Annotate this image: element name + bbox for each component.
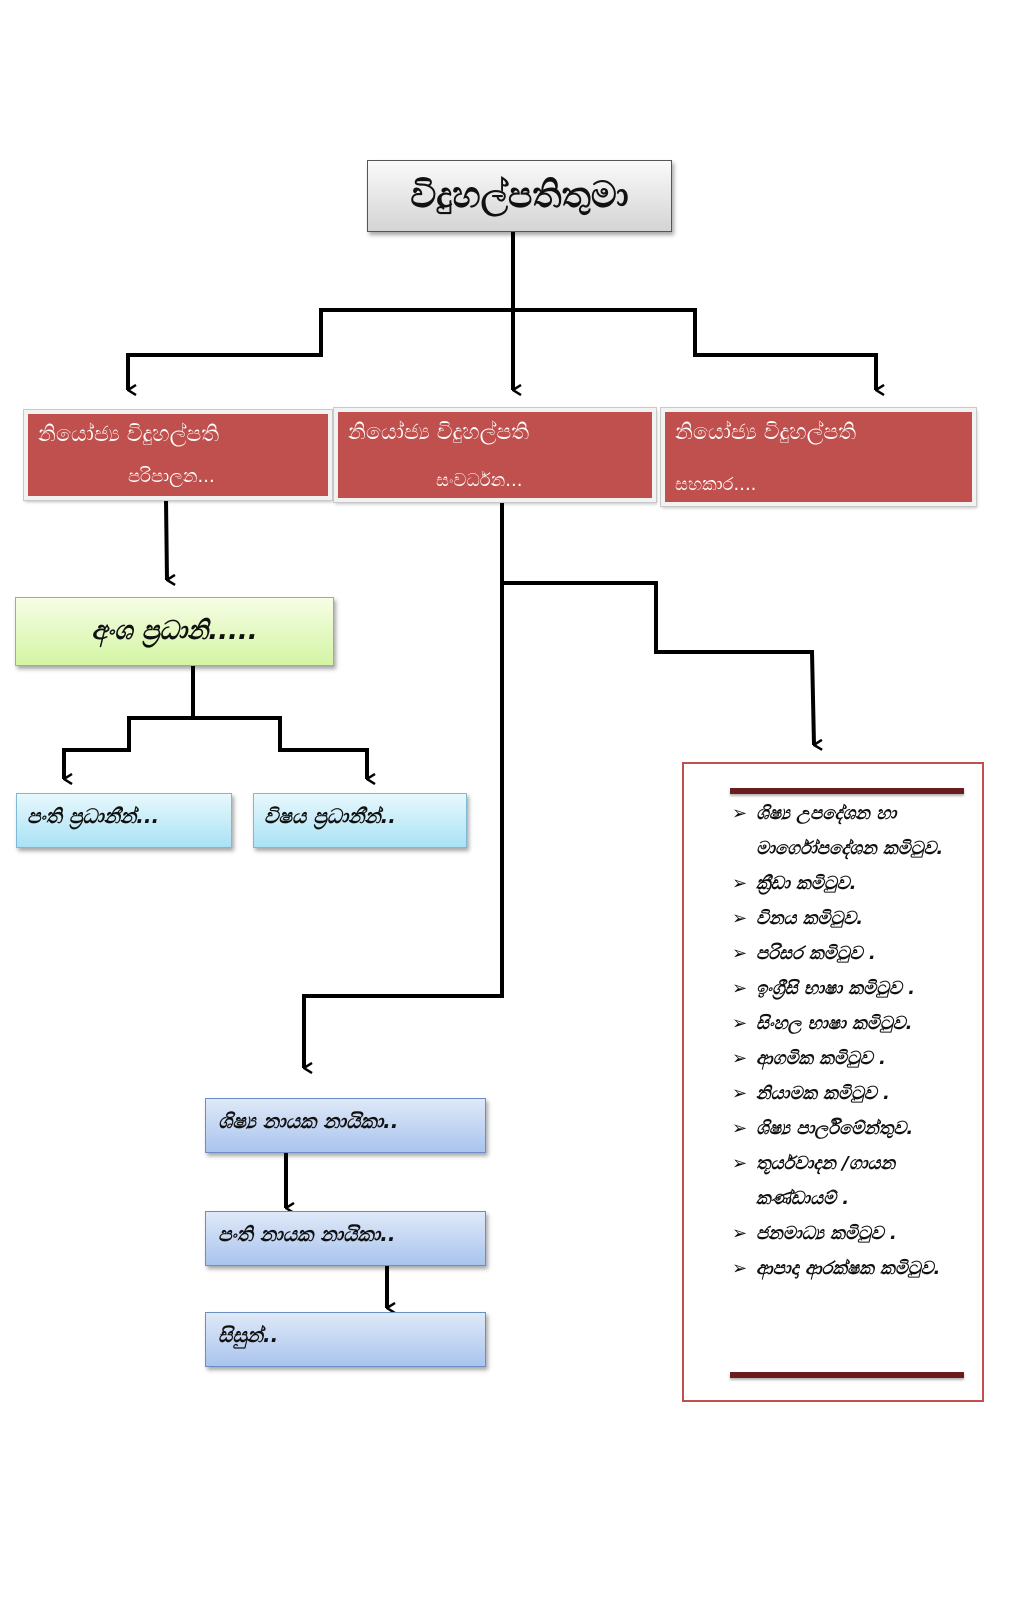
student-prefects-label: ශිෂ්‍ය නායක නායිකා.. <box>218 1109 399 1133</box>
deputy-principal-assistant-box: නියෝජ්‍ය විදුහල්පති සහකාර.... <box>660 407 977 507</box>
committee-item: ➢ ක්‍රීඩා කමිටුව. <box>732 866 972 901</box>
committee-label: සිංහල භාෂා කමිටුව. <box>756 1013 913 1034</box>
connector-dev-to-prefects <box>302 583 504 1068</box>
arrow-bullet-icon: ➢ <box>732 908 748 929</box>
arrow-bullet-icon: ➢ <box>732 1083 748 1104</box>
committee-item: ➢ ආපාදා ආරක්ෂක කමිටුව. <box>732 1251 972 1286</box>
committee-item: ➢ ශිෂ්‍ය උපදේශන හා මාර්ගෝපදේශන කමිටුව. <box>732 796 972 866</box>
subject-heads-label: විෂය ප්‍රධානීන්.. <box>264 804 396 828</box>
committee-item: ➢ ආගමික කමිටුව . <box>732 1041 972 1076</box>
arrow-bullet-icon: ➢ <box>732 803 748 824</box>
committee-label: ශිෂ්‍ය උපදේශන හා මාර්ගෝපදේශන කමිටුව. <box>756 803 944 859</box>
committee-item: ➢ ශිෂ්‍ය පාර්ලිමේන්තුව. <box>732 1111 972 1146</box>
deputy-principal-development-box: නියෝජ්‍ය විදුහල්පති සංවර්ධන... <box>333 407 657 503</box>
section-heads-label: අංශ ප්‍රධානි..... <box>91 616 258 646</box>
class-prefects-label: පංති නායක නායිකා.. <box>218 1222 396 1246</box>
divider-bottom <box>730 1372 964 1378</box>
committee-item: ➢ නියාමක කමිටුව . <box>732 1076 972 1111</box>
subject-heads-box: විෂය ප්‍රධානීන්.. <box>253 793 467 848</box>
class-heads-label: පංති ප්‍රධානීන්... <box>27 804 160 828</box>
committee-label: විනය කමිටුව. <box>756 908 864 929</box>
committee-label: ජනමාධ්‍ය කමිටුව . <box>756 1223 897 1244</box>
students-box: සිසුන්.. <box>205 1312 486 1367</box>
deputy-role: සහකාර.... <box>675 474 757 495</box>
student-prefects-box: ශිෂ්‍ය නායක නායිකා.. <box>205 1098 486 1153</box>
committee-item: ➢ ජනමාධ්‍ය කමිටුව . <box>732 1216 972 1251</box>
deputy-title: නියෝජ්‍ය විදුහල්පති <box>348 420 530 445</box>
committee-label: පරිසර කමිටුව . <box>756 943 876 964</box>
committee-label: ඉංග්‍රීසි භාෂා කමිටුව . <box>756 978 915 999</box>
deputy-title: නියෝජ්‍ය විදුහල්පති <box>38 422 220 447</box>
committee-item: ➢ විනය කමිටුව. <box>732 901 972 936</box>
deputy-principal-admin-box: නියෝජ්‍ය විදුහල්පති පරිපාලන... <box>23 409 333 501</box>
connector-principal-to-admin <box>126 308 513 390</box>
committee-label: ශිෂ්‍ය පාර්ලිමේන්තුව. <box>756 1118 914 1139</box>
deputy-role: පරිපාලන... <box>128 466 215 487</box>
arrow-bullet-icon: ➢ <box>732 1153 748 1174</box>
principal-box: විදුහල්පතිතුමා <box>367 160 672 232</box>
arrow-bullet-icon: ➢ <box>732 978 748 999</box>
arrow-bullet-icon: ➢ <box>732 1013 748 1034</box>
principal-label: විදුහල්පතිතුමා <box>410 175 629 216</box>
arrow-bullet-icon: ➢ <box>732 943 748 964</box>
deputy-role: සංවර්ධන... <box>436 470 523 491</box>
connector-dev-to-committees <box>500 502 814 745</box>
arrow-bullet-icon: ➢ <box>732 1048 748 1069</box>
committee-label: ක්‍රීඩා කමිටුව. <box>756 873 857 894</box>
arrow-bullet-icon: ➢ <box>732 1258 748 1279</box>
arrow-bullet-icon: ➢ <box>732 1223 748 1244</box>
arrow-bullet-icon: ➢ <box>732 873 748 894</box>
arrow-bullet-icon: ➢ <box>732 1118 748 1139</box>
committee-list: ➢ ශිෂ්‍ය උපදේශන හා මාර්ගෝපදේශන කමිටුව. ➢ ක්… <box>732 796 972 1286</box>
connector-section-to-class-heads <box>62 666 195 779</box>
connector-principal-to-assist <box>513 308 876 390</box>
committee-label: තූර්යවාදන /ගායන කණ්ඩායම් . <box>756 1153 896 1209</box>
committee-item: ➢ පරිසර කමිටුව . <box>732 936 972 971</box>
divider-top <box>730 788 964 794</box>
class-prefects-box: පංති නායක නායිකා.. <box>205 1211 486 1266</box>
committee-label: නියාමක කමිටුව . <box>756 1083 890 1104</box>
class-heads-box: පංති ප්‍රධානීන්... <box>16 793 232 848</box>
connector-section-to-subject-heads <box>193 716 367 779</box>
committees-box: ➢ ශිෂ්‍ය උපදේශන හා මාර්ගෝපදේශන කමිටුව. ➢ ක්… <box>682 762 984 1402</box>
section-heads-box: අංශ ප්‍රධානි..... <box>15 597 334 666</box>
committee-label: ආගමික කමිටුව . <box>756 1048 886 1069</box>
committee-item: ➢ ඉංග්‍රීසි භාෂා කමිටුව . <box>732 971 972 1006</box>
students-label: සිසුන්.. <box>218 1323 279 1347</box>
connector-admin-to-section <box>164 499 167 580</box>
committee-label: ආපාදා ආරක්ෂක කමිටුව. <box>756 1258 941 1279</box>
committee-item: ➢ සිංහල භාෂා කමිටුව. <box>732 1006 972 1041</box>
committee-item: ➢ තූර්යවාදන /ගායන කණ්ඩායම් . <box>732 1146 972 1216</box>
deputy-title: නියෝජ්‍ය විදුහල්පති <box>675 420 857 445</box>
